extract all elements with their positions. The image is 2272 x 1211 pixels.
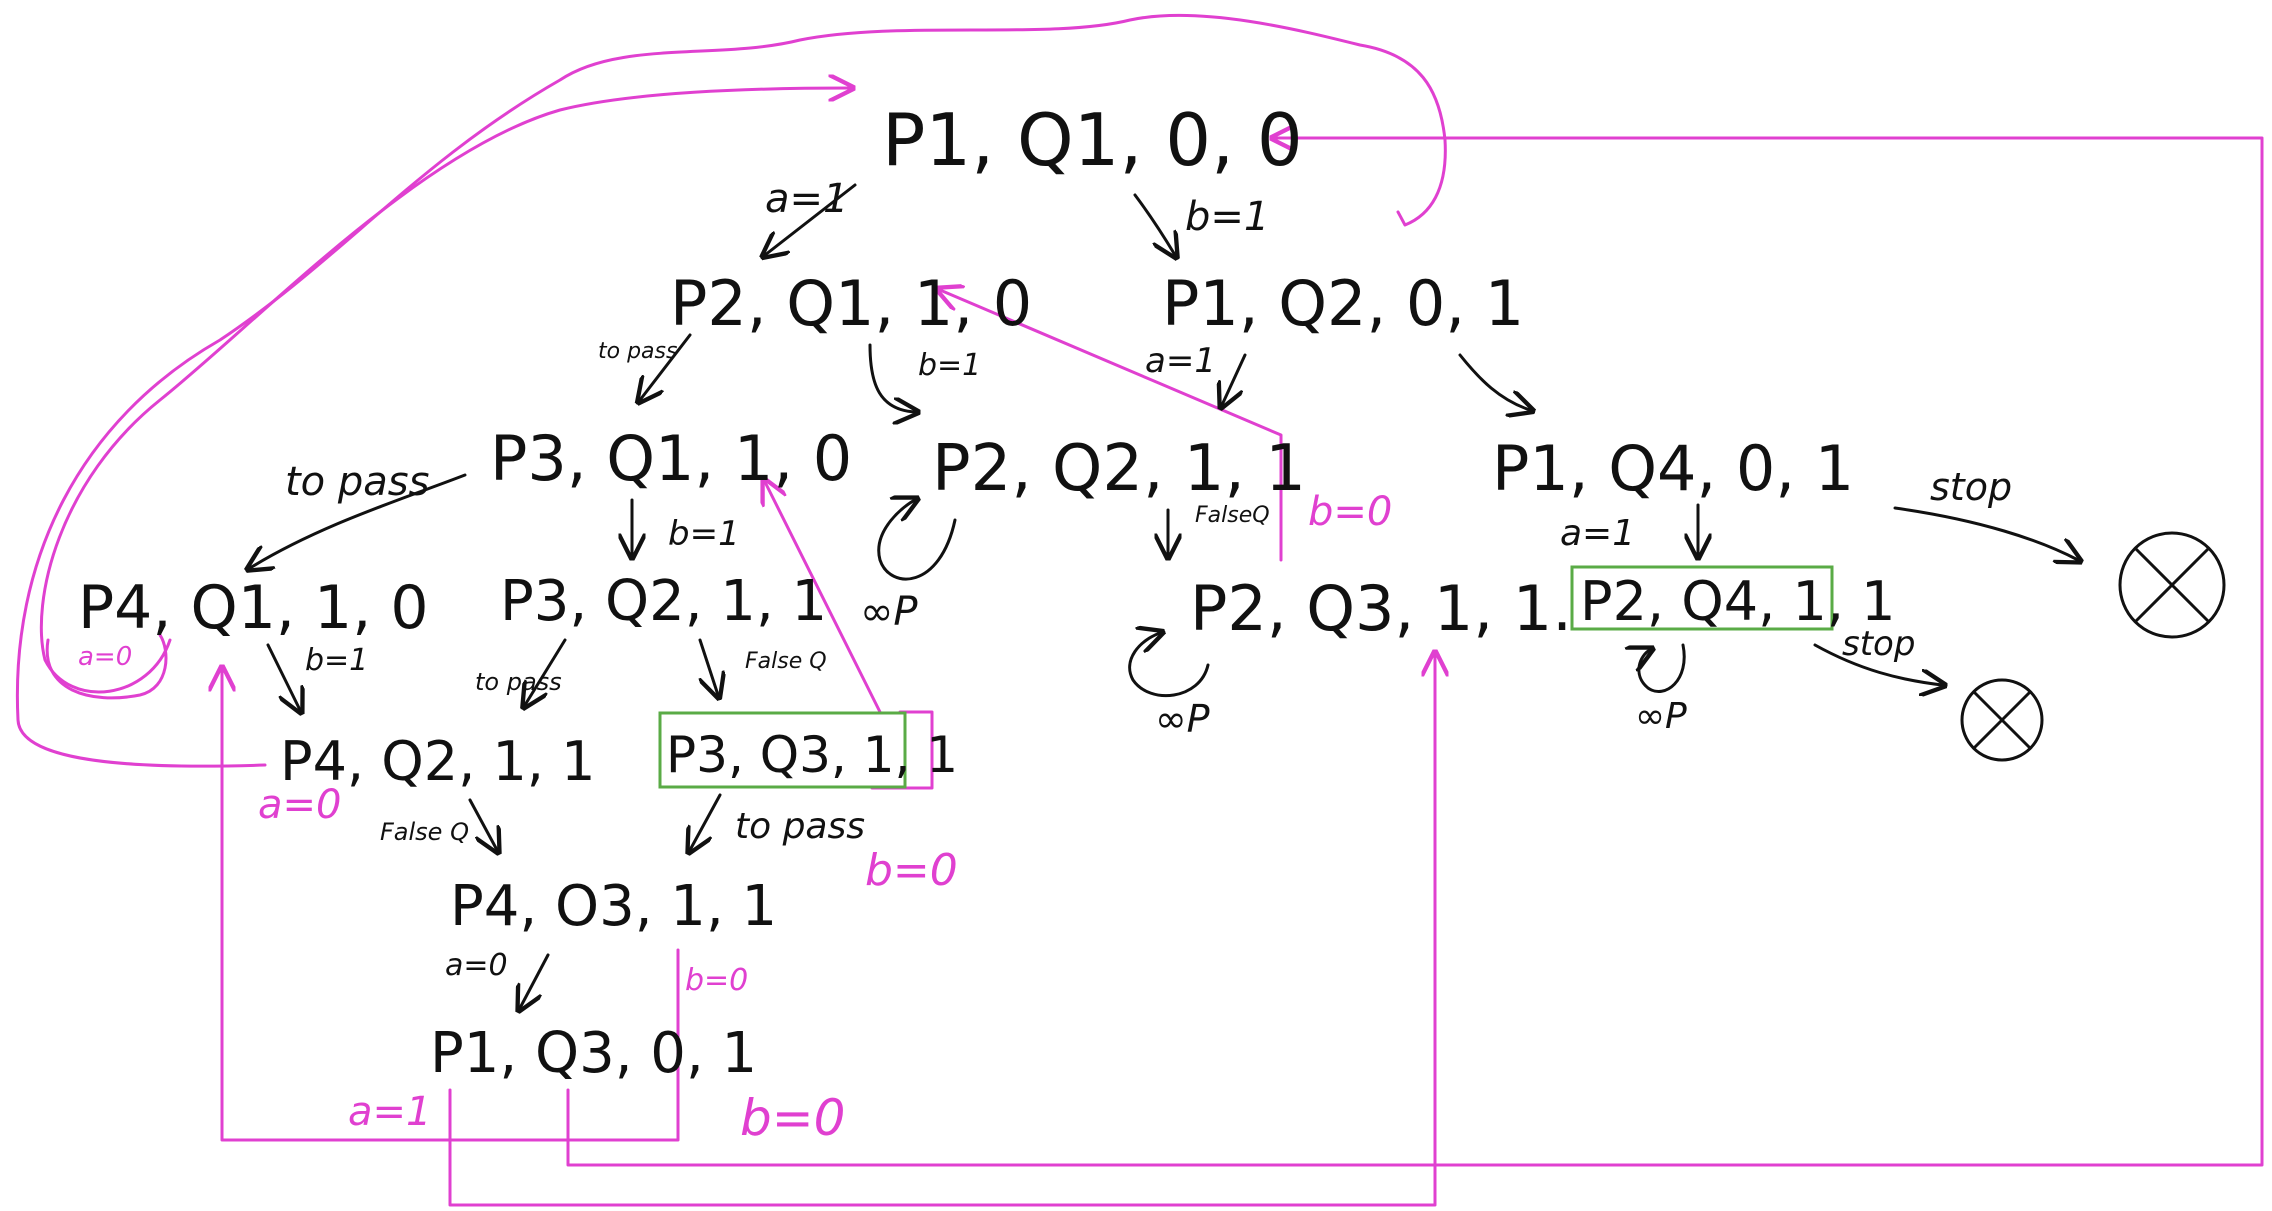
- edge-p2q3-to-p2q1: [940, 290, 1283, 562]
- label-b1-top: b=1: [1185, 194, 1269, 240]
- edge-p1q1-to-p1q2: [1133, 193, 1175, 255]
- state-p3q1-1-0: P3, Q1, 1, 0: [490, 422, 852, 495]
- edge-p1q1-to-p2q1: [765, 183, 857, 255]
- state-p4q1-1-0: P4, Q1, 1, 0: [78, 573, 429, 643]
- selfloop-p2q4: [1639, 643, 1686, 693]
- label-topass-1: to pass: [598, 339, 677, 364]
- label-b1-p4: b=1: [305, 643, 368, 678]
- edge-p4q1-to-p4q2: [266, 643, 300, 710]
- label-topass-2: to pass: [285, 459, 429, 505]
- label-b0-p3q3: b=0: [865, 845, 958, 896]
- state-p1q1-0-0: P1, Q1, 0, 0: [882, 98, 1303, 182]
- label-b1-p3: b=1: [668, 514, 740, 554]
- state-p4q2-1-1: P4, Q2, 1, 1: [280, 730, 595, 793]
- label-b0-p4q3: b=0: [685, 963, 748, 998]
- state-p1q3-0-1: P1, Q3, 0, 1: [430, 1021, 757, 1086]
- edge-p3q2-to-p4q2: [525, 638, 567, 705]
- edge-p2q1-to-p2q2: [868, 343, 915, 412]
- edge-p1q3-a1: [448, 655, 1435, 1207]
- state-p2q3-1-1: P2, Q3, 1, 1.: [1190, 572, 1572, 645]
- label-inf-p2q2: ∞P: [860, 589, 918, 635]
- highlight-p2q4: [1570, 565, 1834, 631]
- label-a1-bottom: a=1: [348, 1089, 431, 1135]
- states: P1, Q1, 0, 0 P2, Q1, 1, 0 P1, Q2, 0, 1 P…: [78, 98, 1895, 1086]
- label-topass-3: to pass: [475, 668, 562, 696]
- pink-labels: b=0 a=0 a=0 b=0 b=0 a=1 b=0: [78, 489, 1392, 1147]
- state-p3q2-1-1: P3, Q2, 1, 1: [500, 569, 827, 634]
- state-p1q2-0-1: P1, Q2, 0, 1: [1162, 267, 1524, 340]
- label-a0-p4q2: a=0: [258, 782, 341, 828]
- edge-labels: a=1 b=1 to pass b=1 a=1 to pass FalseQ b…: [285, 176, 2012, 983]
- label-stop-2: stop: [1842, 624, 1915, 664]
- highlight-p3q3: [658, 711, 907, 789]
- edge-p3q3-to-p4q3: [690, 793, 722, 850]
- edge-p3q2-to-p3q3: [700, 638, 718, 695]
- pink-edges: [15, 13, 2264, 1207]
- edge-p1q2-to-p2q2: [1222, 353, 1247, 405]
- edge-p2q1-to-p3q1: [640, 333, 692, 400]
- label-a1-mid: a=1: [1145, 341, 1216, 381]
- edge-p1q2-to-p1q4: [1458, 353, 1530, 410]
- label-a0-p4q3: a=0: [445, 948, 508, 983]
- edge-p4q3-to-p1q3: [520, 953, 550, 1008]
- edge-p3q3-to-p3q1: [765, 482, 882, 714]
- label-b0-bottom: b=0: [740, 1089, 845, 1147]
- edge-p1q3-b0: [566, 138, 2264, 1167]
- edge-p4q1-loop: [39, 88, 850, 694]
- state-p2q2-1-1: P2, Q2, 1, 1: [932, 432, 1306, 506]
- label-a1-q4: a=1: [1560, 513, 1635, 554]
- label-a0-p4q1: a=0: [78, 642, 132, 672]
- state-p1q4-0-1: P1, Q4, 0, 1: [1492, 432, 1854, 505]
- label-falseq-1: FalseQ: [1195, 503, 1270, 528]
- selfloop-p2q2: [877, 500, 957, 581]
- label-a1-top: a=1: [765, 176, 848, 222]
- edge-p4q2-to-p4q3: [468, 798, 497, 850]
- edge-outer-loop: [15, 13, 1447, 768]
- label-topass-4: to pass: [735, 806, 865, 847]
- label-stop-1: stop: [1930, 465, 2012, 509]
- label-inf-p2q3: ∞P: [1155, 697, 1210, 741]
- label-falseq-3: False Q: [380, 818, 469, 846]
- state-p4q3-1-1: P4, O3, 1, 1: [450, 874, 777, 939]
- label-inf-p2q4: ∞P: [1635, 696, 1687, 737]
- label-b0-right: b=0: [1308, 489, 1392, 535]
- edge-p2q4-stop: [1813, 643, 1942, 685]
- state-p2q1-1-0: P2, Q1, 1, 0: [670, 267, 1032, 340]
- edge-p3q1-to-p4q1: [250, 473, 467, 568]
- pink-circle-a0: [45, 633, 168, 700]
- selfloop-p2q3: [1128, 633, 1210, 697]
- stop-symbol-1: [2118, 531, 2226, 639]
- label-b1-mid: b=1: [918, 348, 981, 383]
- state-p2q4-1-1: P2, Q4, 1, 1: [1580, 570, 1895, 633]
- edge-p1q4-stop: [1893, 506, 2078, 560]
- stop-symbol-2: [1960, 678, 2044, 762]
- state-p3q3-1-1: P3, Q3, 1, 1: [666, 726, 958, 784]
- label-falseq-2: False Q: [745, 649, 827, 674]
- black-edges: [250, 183, 2078, 1008]
